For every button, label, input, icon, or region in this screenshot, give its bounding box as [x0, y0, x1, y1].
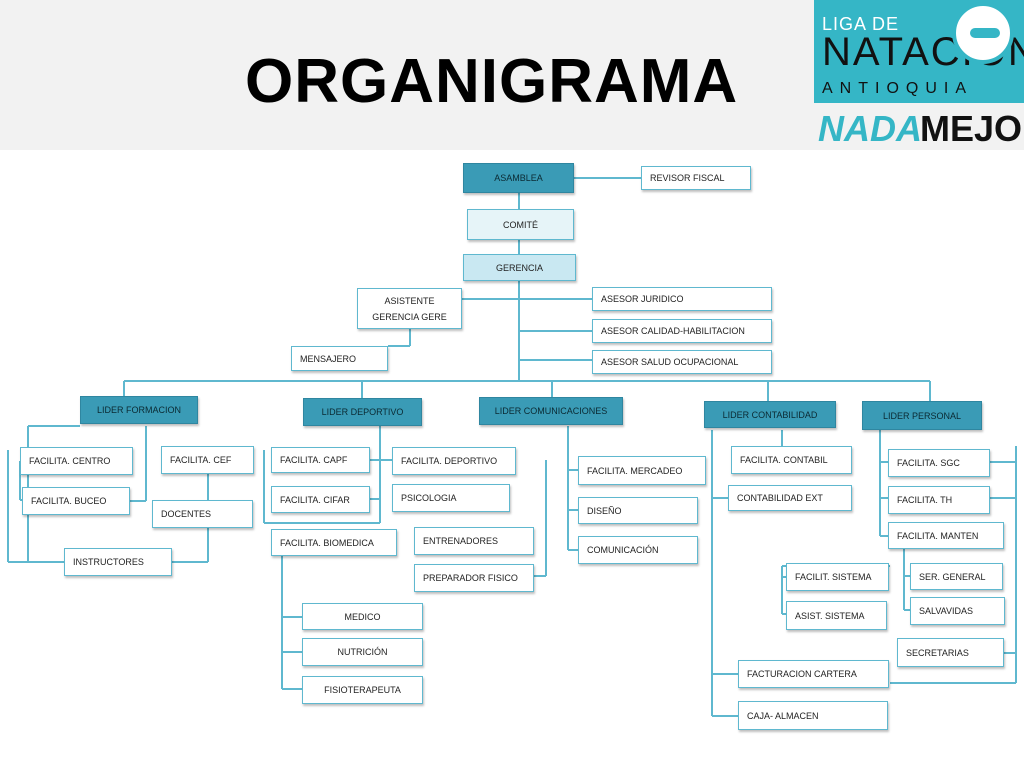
node-comunicacion: COMUNICACIÓN	[578, 536, 698, 564]
node-secretarias: SECRETARIAS	[897, 638, 1004, 667]
node-facil-th: FACILITA. TH	[888, 486, 990, 514]
node-instructores: INSTRUCTORES	[64, 548, 172, 576]
node-facil-centro: FACILITA. CENTRO	[20, 447, 133, 475]
node-lider-deportivo: LIDER DEPORTIVO	[303, 398, 422, 426]
node-ser-general: SER. GENERAL	[910, 563, 1003, 590]
node-asistente-line2: GERENCIA GERE	[372, 311, 447, 322]
node-facil-contabil: FACILITA. CONTABIL	[731, 446, 852, 474]
node-asist-sistema: ASIST. SISTEMA	[786, 601, 887, 630]
node-facil-cef: FACILITA. CEF	[161, 446, 254, 474]
node-facturacion-cartera: FACTURACION CARTERA	[738, 660, 889, 688]
node-caja-almacen: CAJA- ALMACEN	[738, 701, 888, 730]
logo-slogan-a: NADA	[818, 108, 922, 149]
logo-line1: LIGA DE	[822, 14, 900, 34]
node-lider-contabilidad: LIDER CONTABILIDAD	[704, 401, 836, 428]
node-facil-buceo: FACILITA. BUCEO	[22, 487, 130, 515]
node-contabilidad-ext: CONTABILIDAD EXT	[728, 485, 852, 511]
node-lider-personal: LIDER PERSONAL	[862, 401, 982, 430]
node-entrenadores: ENTRENADORES	[414, 527, 534, 555]
node-lider-comunicaciones: LIDER COMUNICACIONES	[479, 397, 623, 425]
logo-top-panel: LIGA DE NATACION ANTIOQUIA	[814, 0, 1024, 103]
node-psicologia: PSICOLOGIA	[392, 484, 510, 512]
logo-slogan-b: MEJOR	[920, 108, 1024, 149]
swimmer-icon	[952, 2, 1014, 64]
node-preparador-fisico: PREPARADOR FISICO	[414, 564, 534, 592]
node-facil-sistema: FACILIT. SISTEMA	[786, 563, 889, 591]
node-medico: MEDICO	[302, 603, 423, 630]
node-facil-mercadeo: FACILITA. MERCADEO	[578, 456, 706, 485]
node-revisor-fiscal: REVISOR FISCAL	[641, 166, 751, 190]
node-asamblea: ASAMBLEA	[463, 163, 574, 193]
node-asistente-line1: ASISTENTE	[384, 295, 435, 306]
liga-natacion-logo: LIGA DE NATACION ANTIOQUIA NADA MEJOR	[814, 0, 1024, 150]
node-facil-cifar: FACILITA. CIFAR	[271, 486, 370, 513]
logo-line3: ANTIOQUIA	[822, 80, 974, 97]
node-fisioterapeuta: FISIOTERAPEUTA	[302, 676, 423, 704]
node-asesor-salud: ASESOR SALUD OCUPACIONAL	[592, 350, 772, 374]
node-facil-capf: FACILITA. CAPF	[271, 447, 370, 473]
node-nutricion: NUTRICIÓN	[302, 638, 423, 666]
node-diseno: DISEÑO	[578, 497, 698, 524]
node-asesor-juridico: ASESOR JURIDICO	[592, 287, 772, 311]
page-title: ORGANIGRAMA	[245, 47, 739, 116]
node-facil-sgc: FACILITA. SGC	[888, 449, 990, 477]
node-asesor-calidad: ASESOR CALIDAD-HABILITACION	[592, 319, 772, 343]
node-gerencia: GERENCIA	[463, 254, 576, 281]
node-docentes: DOCENTES	[152, 500, 253, 528]
node-lider-formacion: LIDER FORMACION	[80, 396, 198, 424]
node-mensajero: MENSAJERO	[291, 346, 388, 371]
node-asistente-gerencia: ASISTENTE GERENCIA GERE	[357, 288, 462, 329]
node-comite: COMITÉ	[467, 209, 574, 240]
node-facil-manten: FACILITA. MANTEN	[888, 522, 1004, 549]
node-salvavidas: SALVAVIDAS	[910, 597, 1005, 625]
logo-slogan: NADA MEJOR	[814, 108, 1024, 150]
node-facil-deportivo: FACILITA. DEPORTIVO	[392, 447, 516, 475]
node-facil-biomedica: FACILITA. BIOMEDICA	[271, 529, 397, 556]
